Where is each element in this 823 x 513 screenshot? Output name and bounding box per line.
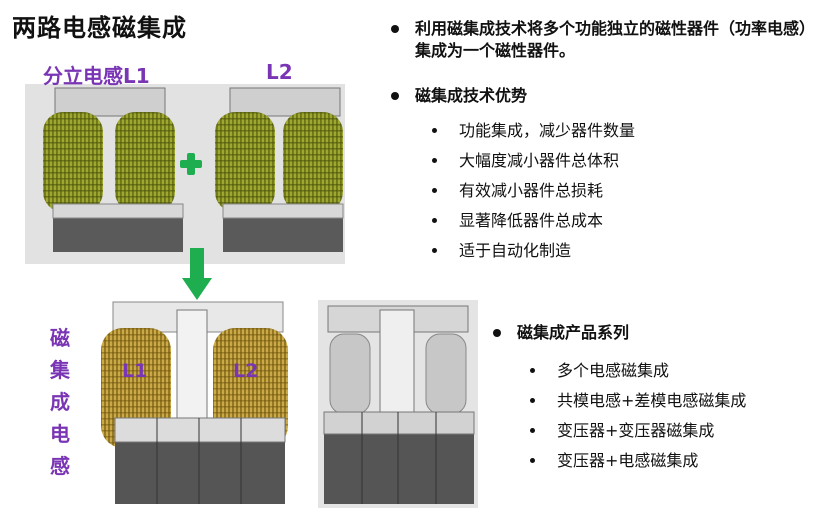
- list-item: 共模电感+差模电感磁集成: [528, 386, 815, 416]
- sub-bullet-icon: [432, 218, 437, 223]
- vertical-char: 成: [50, 390, 70, 414]
- bullet-list: 利用磁集成技术将多个功能独立的磁性器件（功率电感）集成为一个磁性器件。 磁集成技…: [388, 18, 813, 266]
- bullet-point-3: 磁集成产品系列: [490, 322, 815, 344]
- vertical-label: 磁 集 成 电 感: [48, 322, 72, 482]
- plus-icon: [180, 153, 202, 175]
- bullet-point-1: 利用磁集成技术将多个功能独立的磁性器件（功率电感）集成为一个磁性器件。: [388, 18, 813, 62]
- list-item: 有效减小器件总损耗: [430, 176, 813, 206]
- list-item: 多个电感磁集成: [528, 356, 815, 386]
- bullet-dot-icon: [391, 92, 399, 100]
- integrated-core-image: [318, 300, 478, 508]
- sub-bullet-icon: [530, 458, 535, 463]
- product-series-block: 磁集成产品系列 多个电感磁集成 共模电感+差模电感磁集成 变压器+变压器磁集成 …: [490, 322, 815, 476]
- bullet-point-2: 磁集成技术优势: [388, 85, 813, 107]
- product-series-list: 多个电感磁集成 共模电感+差模电感磁集成 变压器+变压器磁集成 变压器+电感磁集…: [490, 356, 815, 476]
- arrow-down-icon: [182, 248, 212, 300]
- vertical-char: 集: [50, 358, 70, 382]
- sub-bullet-icon: [432, 188, 437, 193]
- vertical-char: 电: [50, 422, 70, 446]
- label-l2: L2: [266, 60, 293, 84]
- vertical-char: 感: [50, 454, 70, 478]
- inductor-l1-drawing: [43, 87, 184, 252]
- bullet-dot-icon: [493, 329, 501, 337]
- list-item: 适于自动化制造: [430, 236, 813, 266]
- label-img-l2: L2: [233, 360, 259, 382]
- list-item: 功能集成，减少器件数量: [430, 116, 813, 146]
- label-img-l1: L1: [122, 360, 148, 382]
- sub-bullet-icon: [432, 128, 437, 133]
- label-discrete-l1: 分立电感L1: [43, 64, 150, 88]
- discrete-inductors-image: [25, 84, 345, 264]
- vertical-char: 磁: [50, 326, 70, 350]
- sub-bullet-icon: [432, 248, 437, 253]
- sub-bullet-icon: [530, 398, 535, 403]
- sub-bullet-icon: [530, 368, 535, 373]
- list-item: 显著降低器件总成本: [430, 206, 813, 236]
- advantages-list: 功能集成，减少器件数量 大幅度减小器件总体积 有效减小器件总损耗 显著降低器件总…: [388, 116, 813, 266]
- inductor-l2-drawing: [215, 87, 344, 252]
- integrated-inductor-image: [93, 300, 303, 508]
- list-item: 大幅度减小器件总体积: [430, 146, 813, 176]
- page-title: 两路电感磁集成: [12, 14, 187, 42]
- sub-bullet-icon: [530, 428, 535, 433]
- list-item: 变压器+变压器磁集成: [528, 416, 815, 446]
- sub-bullet-icon: [432, 158, 437, 163]
- list-item: 变压器+电感磁集成: [528, 446, 815, 476]
- bullet-dot-icon: [391, 25, 399, 33]
